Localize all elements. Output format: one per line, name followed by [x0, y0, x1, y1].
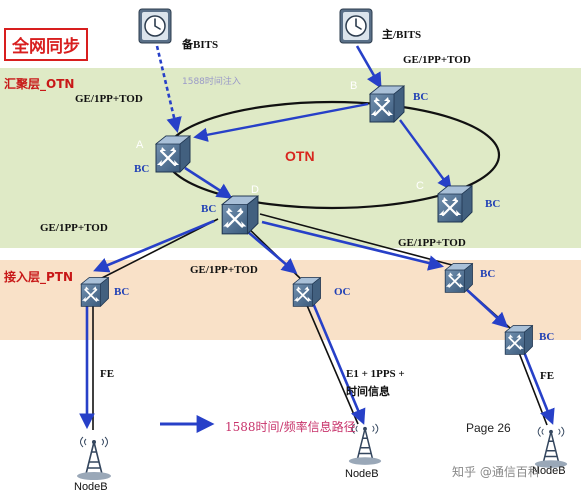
node-c-bc: BC — [485, 198, 501, 210]
ptn-mid-oc: OC — [334, 286, 351, 298]
d-right-link-label: GE/1PP+TOD — [398, 237, 466, 249]
e1-label-line1: E1 + 1PPS + — [346, 368, 405, 380]
nodeb-mid-label: NodeB — [345, 468, 379, 480]
ptn-mid-switch-icon — [292, 276, 322, 308]
otn-ring-label: OTN — [285, 148, 315, 164]
ptn-right-bc: BC — [480, 268, 496, 280]
legend-label: 1588时间/频率信息路径 — [225, 420, 356, 434]
ptn-right-switch-icon — [444, 262, 474, 294]
ptn-lower-switch-icon — [504, 324, 534, 356]
node-d-letter: D — [251, 184, 259, 196]
otn-layer-band — [0, 68, 581, 248]
node-a-bc: BC — [134, 163, 150, 175]
node-c-letter: C — [416, 180, 424, 192]
path-b-a — [193, 102, 369, 142]
primary-bits-clock-icon — [339, 8, 373, 44]
backup-bits-label: 备BITS — [182, 39, 219, 51]
nodeb-left-label: NodeB — [74, 481, 108, 493]
ptn-left-switch-icon — [80, 276, 110, 308]
node-b-bc: BC — [413, 91, 429, 103]
node-d-switch-icon — [221, 194, 260, 236]
fe-right-label: FE — [540, 370, 555, 382]
ptn-lower-bc: BC — [539, 331, 555, 343]
ptn-layer-label: 接入层_PTN — [4, 270, 74, 284]
page-number: Page 26 — [466, 421, 511, 435]
node-b-switch-icon — [368, 84, 406, 124]
watermark: 知乎 @通信百科 — [452, 465, 540, 479]
primary-bits-label: 主/BITS — [382, 29, 422, 41]
node-d-bc: BC — [201, 203, 217, 215]
path-a-d — [184, 166, 233, 199]
fe-left-label: FE — [100, 368, 115, 380]
page-title: 全网同步 — [4, 28, 88, 61]
d-left-link-label: GE/1PP+TOD — [40, 222, 108, 234]
node-b-letter: B — [350, 80, 358, 92]
primary-link-label: GE/1PP+TOD — [403, 54, 471, 66]
nodeb-left-tower-icon — [76, 436, 112, 480]
e1-label-line2: 时间信息 — [346, 386, 390, 398]
node-a-letter: A — [136, 139, 144, 151]
nodeb-right-label: NodeB — [532, 465, 566, 477]
path-b-c — [399, 119, 452, 191]
node-a-link-label: GE/1PP+TOD — [75, 93, 143, 105]
nodeb-right-tower-icon — [534, 426, 568, 468]
otn-layer-label: 汇聚层_OTN — [4, 77, 75, 91]
primary-bits-link — [355, 45, 382, 89]
node-a-switch-icon — [154, 134, 192, 174]
ptn-left-bc: BC — [114, 286, 130, 298]
node-c-switch-icon — [436, 184, 474, 224]
backup-bits-clock-icon — [138, 8, 172, 44]
injection-note: 1588时间注入 — [182, 77, 241, 87]
d-mid-link-label: GE/1PP+TOD — [190, 264, 258, 276]
backup-bits-link — [155, 45, 182, 134]
